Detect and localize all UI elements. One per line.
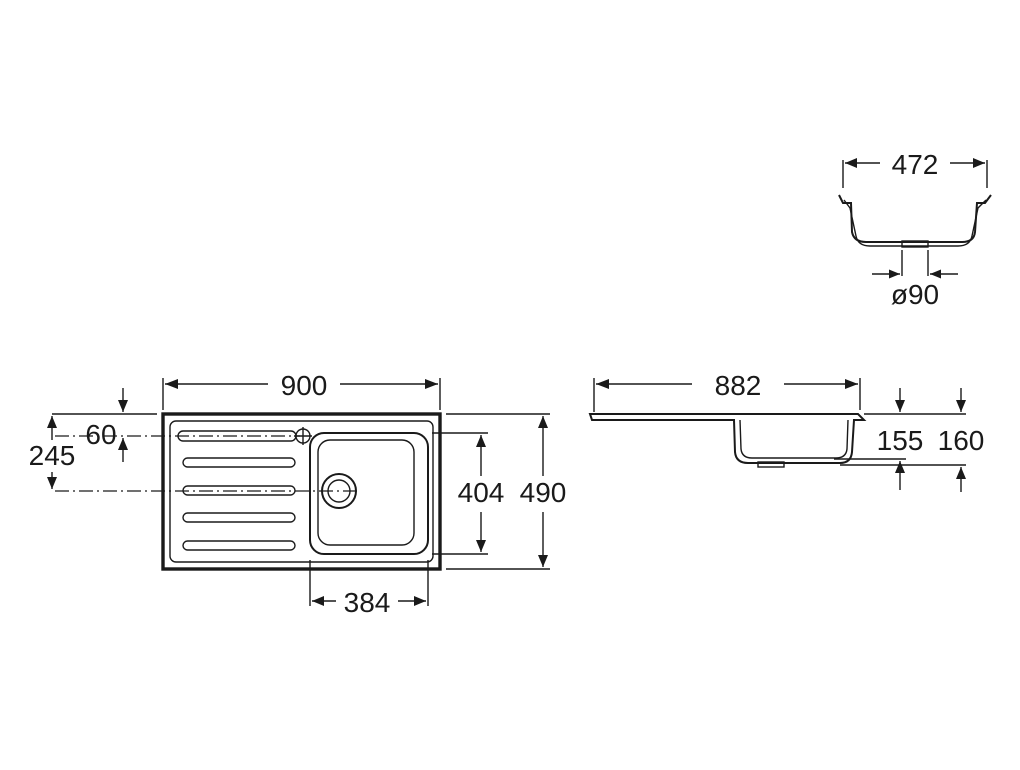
sink-side-view: 882 155 160 xyxy=(588,370,985,492)
dim-top-width: 472 xyxy=(892,149,939,180)
dim-side-length: 882 xyxy=(715,370,762,401)
dim-centerline-offset: 245 xyxy=(29,440,76,471)
dim-overall-width: 900 xyxy=(281,370,328,401)
bowl-section-view: 472 ø90 xyxy=(838,149,992,310)
dim-bowl-width: 384 xyxy=(344,587,391,618)
dim-bowl-depth: 155 xyxy=(877,425,924,456)
sink-plan-view: 900 60 245 xyxy=(20,370,566,618)
dim-bowl-offset: 60 xyxy=(85,419,116,450)
dim-total-depth: 160 xyxy=(938,425,985,456)
dim-overall-depth: 490 xyxy=(520,477,567,508)
dim-bowl-length: 404 xyxy=(458,477,505,508)
dim-outlet-diameter: ø90 xyxy=(891,279,939,310)
